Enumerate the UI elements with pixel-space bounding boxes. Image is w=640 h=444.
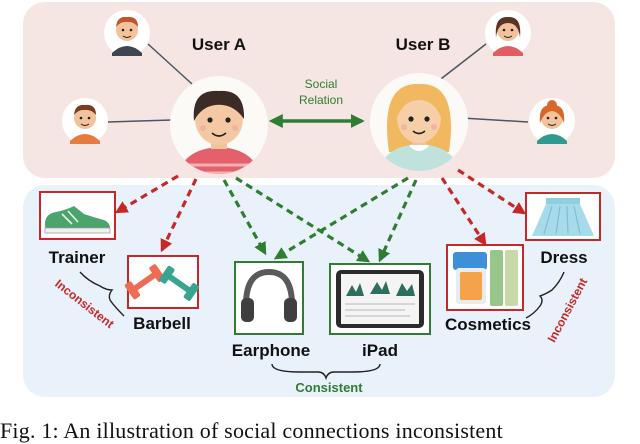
friend-connections (107, 43, 529, 123)
friend-avatar (104, 10, 150, 56)
cosmetics-label: Cosmetics (445, 315, 531, 334)
friend-avatar (62, 98, 108, 144)
earphone-label: Earphone (232, 341, 310, 360)
tablet-icon (336, 270, 424, 328)
barbell-label: Barbell (133, 314, 191, 333)
user-a-name: User A (192, 35, 246, 54)
relation-label-line1: Social (305, 77, 338, 91)
barbell-item (124, 255, 200, 309)
user-b-avatar (370, 73, 468, 171)
cosmetics-item (446, 244, 524, 311)
ipad-label: iPad (362, 341, 398, 360)
headphones-icon (241, 268, 297, 322)
trainer-item (39, 191, 116, 240)
figure-caption: Fig. 1: An illustration of social connec… (0, 418, 503, 443)
relation-label-line2: Relation (299, 93, 343, 107)
inconsistent-arrows (114, 168, 527, 253)
trainer-label: Trainer (49, 248, 106, 267)
dress-label: Dress (540, 248, 587, 267)
consistent-bracket (271, 363, 381, 381)
trainer-shoe-icon (44, 206, 111, 234)
diagram-canvas: User A User B Social Relation Trainer (23, 2, 615, 397)
inconsistent-left-bracket (79, 271, 125, 317)
consistent-label: Consistent (295, 380, 363, 395)
consistent-arrows (222, 176, 418, 263)
friend-avatar (529, 98, 575, 144)
item-panel (23, 185, 615, 397)
cosmetics-icon (453, 250, 518, 306)
inconsistent-right-bracket (525, 271, 565, 319)
dumbbell-icon (124, 264, 200, 301)
ipad-item (329, 263, 431, 335)
dress-item (525, 192, 601, 241)
friend-avatar (485, 10, 531, 56)
skirt-icon (532, 198, 594, 236)
earphone-item (234, 261, 304, 335)
user-b-name: User B (396, 35, 451, 54)
user-a-avatar (170, 76, 268, 174)
